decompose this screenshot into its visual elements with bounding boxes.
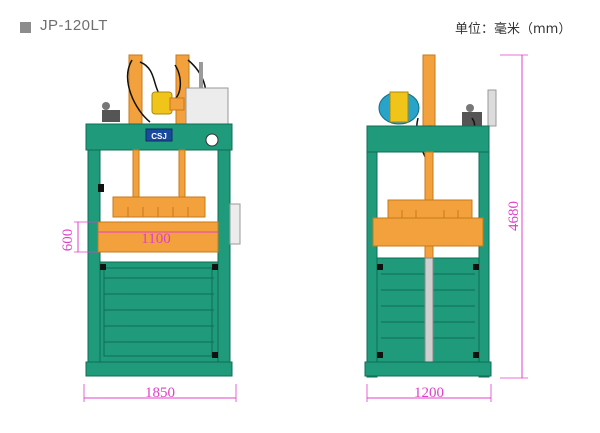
front-column-right bbox=[217, 149, 231, 376]
side-press-plate bbox=[387, 199, 473, 221]
brand-plate-text: CSJ bbox=[151, 132, 167, 141]
front-pump-flange bbox=[169, 97, 185, 111]
side-latch-3 bbox=[377, 352, 383, 358]
front-chamber bbox=[99, 261, 219, 363]
side-view bbox=[364, 54, 497, 378]
front-latch-2 bbox=[212, 264, 218, 270]
front-hose-2 bbox=[126, 59, 151, 123]
dim-total-height: 4680 bbox=[506, 201, 522, 231]
front-piston-rod-left bbox=[132, 149, 140, 199]
side-upper-door bbox=[372, 217, 484, 247]
front-latch-1 bbox=[100, 264, 106, 270]
front-chamber-door bbox=[103, 267, 213, 357]
front-column-left bbox=[87, 149, 101, 376]
model-title: JP-120LT bbox=[40, 17, 108, 34]
pressure-gauge-icon bbox=[205, 133, 219, 147]
front-motor-box bbox=[185, 87, 229, 129]
front-valve bbox=[102, 110, 120, 122]
dim-front-width: 1850 bbox=[145, 385, 175, 401]
side-base bbox=[364, 361, 492, 377]
dim-side-width: 1200 bbox=[414, 385, 444, 401]
front-side-box bbox=[229, 203, 241, 245]
side-pump-yellow bbox=[389, 91, 409, 123]
side-dimensions: 4680 1200 bbox=[366, 54, 528, 402]
side-latch-4 bbox=[473, 352, 479, 358]
model-square-icon bbox=[20, 22, 31, 33]
front-press-plate bbox=[112, 196, 206, 218]
front-pump-motor bbox=[151, 91, 173, 115]
front-base bbox=[85, 361, 233, 377]
side-cylinder bbox=[422, 54, 436, 128]
side-valve-knob bbox=[466, 104, 474, 112]
unit-label: 单位：毫米（mm） bbox=[455, 22, 572, 37]
side-top-beam bbox=[366, 125, 490, 153]
front-dimensions: 600 1100 1850 bbox=[60, 221, 237, 402]
front-upper-door bbox=[97, 221, 219, 253]
front-latch-3 bbox=[212, 352, 218, 358]
side-column-left bbox=[366, 151, 378, 378]
front-piston-rod-right bbox=[178, 149, 186, 199]
front-view: CSJ bbox=[85, 54, 241, 377]
side-rod bbox=[487, 89, 497, 127]
dim-chamber-height: 600 bbox=[60, 229, 76, 252]
front-valve-knob bbox=[102, 102, 110, 110]
side-latch-1 bbox=[377, 264, 383, 270]
front-bolt-left bbox=[98, 184, 104, 192]
brand-plate bbox=[145, 128, 173, 142]
dim-chamber-width: 1100 bbox=[141, 231, 170, 247]
side-center-slot bbox=[424, 257, 434, 363]
side-latch-2 bbox=[473, 264, 479, 270]
side-column-right bbox=[478, 151, 490, 378]
